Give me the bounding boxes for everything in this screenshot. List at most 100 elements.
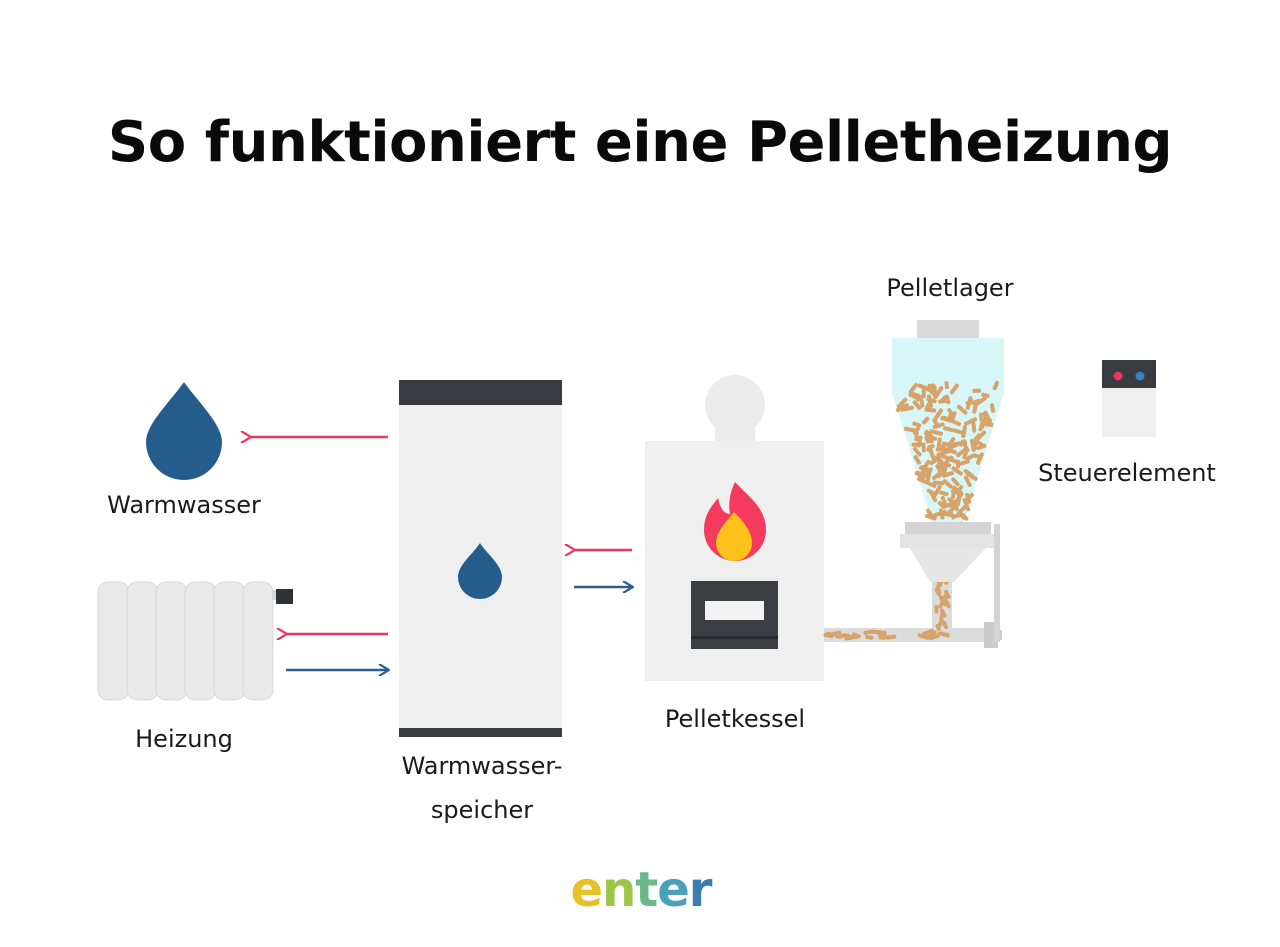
- pellet: [944, 455, 954, 465]
- pellet: [853, 633, 861, 640]
- pellet: [943, 589, 951, 600]
- pellet: [929, 429, 943, 436]
- pellet: [936, 437, 942, 452]
- pellet: [951, 477, 960, 487]
- pellet: [871, 629, 883, 635]
- pellet: [929, 383, 936, 394]
- label-warmwasser: Warmwasser: [107, 491, 261, 519]
- flame-icon: [704, 482, 766, 561]
- enter-logo: enter: [556, 862, 726, 918]
- label-steuerelement: Steuerelement: [1038, 459, 1216, 487]
- pellet: [937, 500, 946, 510]
- pellet: [912, 421, 922, 428]
- pellet: [895, 403, 909, 413]
- pellet: [947, 444, 954, 453]
- pellet: [914, 470, 926, 480]
- pellet: [939, 395, 948, 403]
- pellet: [908, 391, 921, 398]
- pellet: [966, 471, 978, 481]
- red-indicator-icon: [1113, 371, 1123, 381]
- steuerelement-control: [1102, 360, 1156, 437]
- pellet: [971, 398, 981, 405]
- label-pelletlager: Pelletlager: [886, 274, 1014, 302]
- pellet: [983, 410, 991, 421]
- pellet: [886, 634, 897, 640]
- enter-logo-letter: e: [657, 862, 690, 918]
- pellet: [896, 397, 908, 409]
- pellet: [937, 618, 944, 627]
- pellet: [972, 453, 983, 460]
- pellet: [962, 498, 971, 512]
- pellet: [919, 399, 925, 408]
- pellet: [863, 629, 875, 635]
- pellet: [965, 396, 973, 410]
- pellet: [948, 510, 956, 520]
- pellet: [929, 456, 941, 466]
- pellet: [922, 628, 935, 636]
- pellet: [980, 415, 989, 429]
- enter-logo-text: enter: [570, 862, 713, 918]
- pellet: [934, 509, 947, 517]
- label-warmwasserspeicher: Warmwasser- speicher: [372, 744, 592, 832]
- pellet: [912, 426, 921, 436]
- pellet: [925, 398, 933, 410]
- pellet-feed-pipe: [823, 580, 1002, 648]
- pellet: [956, 485, 964, 494]
- label-pelletkessel: Pelletkessel: [664, 705, 806, 733]
- enter-logo-letter: t: [635, 862, 658, 918]
- pellet: [938, 598, 946, 609]
- enter-logo-letter: e: [570, 862, 604, 918]
- pelletlager-silo: [892, 320, 1004, 642]
- pellet: [825, 631, 833, 637]
- pellet: [921, 459, 931, 472]
- pellet: [942, 479, 953, 489]
- pellet: [912, 400, 922, 410]
- blue-indicator-icon: [1135, 371, 1145, 381]
- pellet: [953, 428, 964, 435]
- pellet: [975, 396, 987, 406]
- pellet: [840, 633, 851, 638]
- pellet: [932, 484, 942, 498]
- pellet: [921, 416, 930, 425]
- pellet: [958, 439, 967, 447]
- pellet: [932, 422, 945, 430]
- pellet: [865, 634, 874, 640]
- pellet: [929, 492, 938, 503]
- pellet: [961, 513, 969, 521]
- pellet: [934, 408, 944, 420]
- pellet: [950, 411, 957, 420]
- pellet: [924, 469, 932, 479]
- label-speicher-line1: Warmwasser-: [401, 752, 563, 780]
- pellet: [992, 380, 1000, 391]
- enter-logo-letter: r: [688, 862, 713, 918]
- pellet: [949, 418, 962, 427]
- pellet: [934, 588, 941, 596]
- pellet: [941, 471, 954, 478]
- pellet: [943, 426, 955, 433]
- pellet: [928, 434, 934, 443]
- pellet: [963, 417, 978, 426]
- pellet: [936, 449, 948, 459]
- pellet: [926, 383, 932, 392]
- pellet: [971, 421, 977, 433]
- label-speicher-line2: speicher: [430, 796, 534, 824]
- pellet: [935, 623, 941, 632]
- pellet: [908, 382, 919, 394]
- pellet: [921, 442, 926, 453]
- pellet: [934, 605, 939, 614]
- radiator-icon: [97, 581, 293, 701]
- pellet: [937, 467, 947, 474]
- pellet: [981, 392, 990, 399]
- pellet: [939, 608, 947, 618]
- pellet: [976, 443, 987, 451]
- pellet: [942, 415, 951, 422]
- pellet: [940, 495, 949, 509]
- pellet: [912, 446, 922, 457]
- pellet: [930, 633, 940, 640]
- pellet: [961, 425, 968, 439]
- pellet: [931, 471, 942, 480]
- pellet: [947, 497, 955, 506]
- enter-logo-letter: n: [602, 862, 636, 918]
- pellet: [949, 383, 960, 395]
